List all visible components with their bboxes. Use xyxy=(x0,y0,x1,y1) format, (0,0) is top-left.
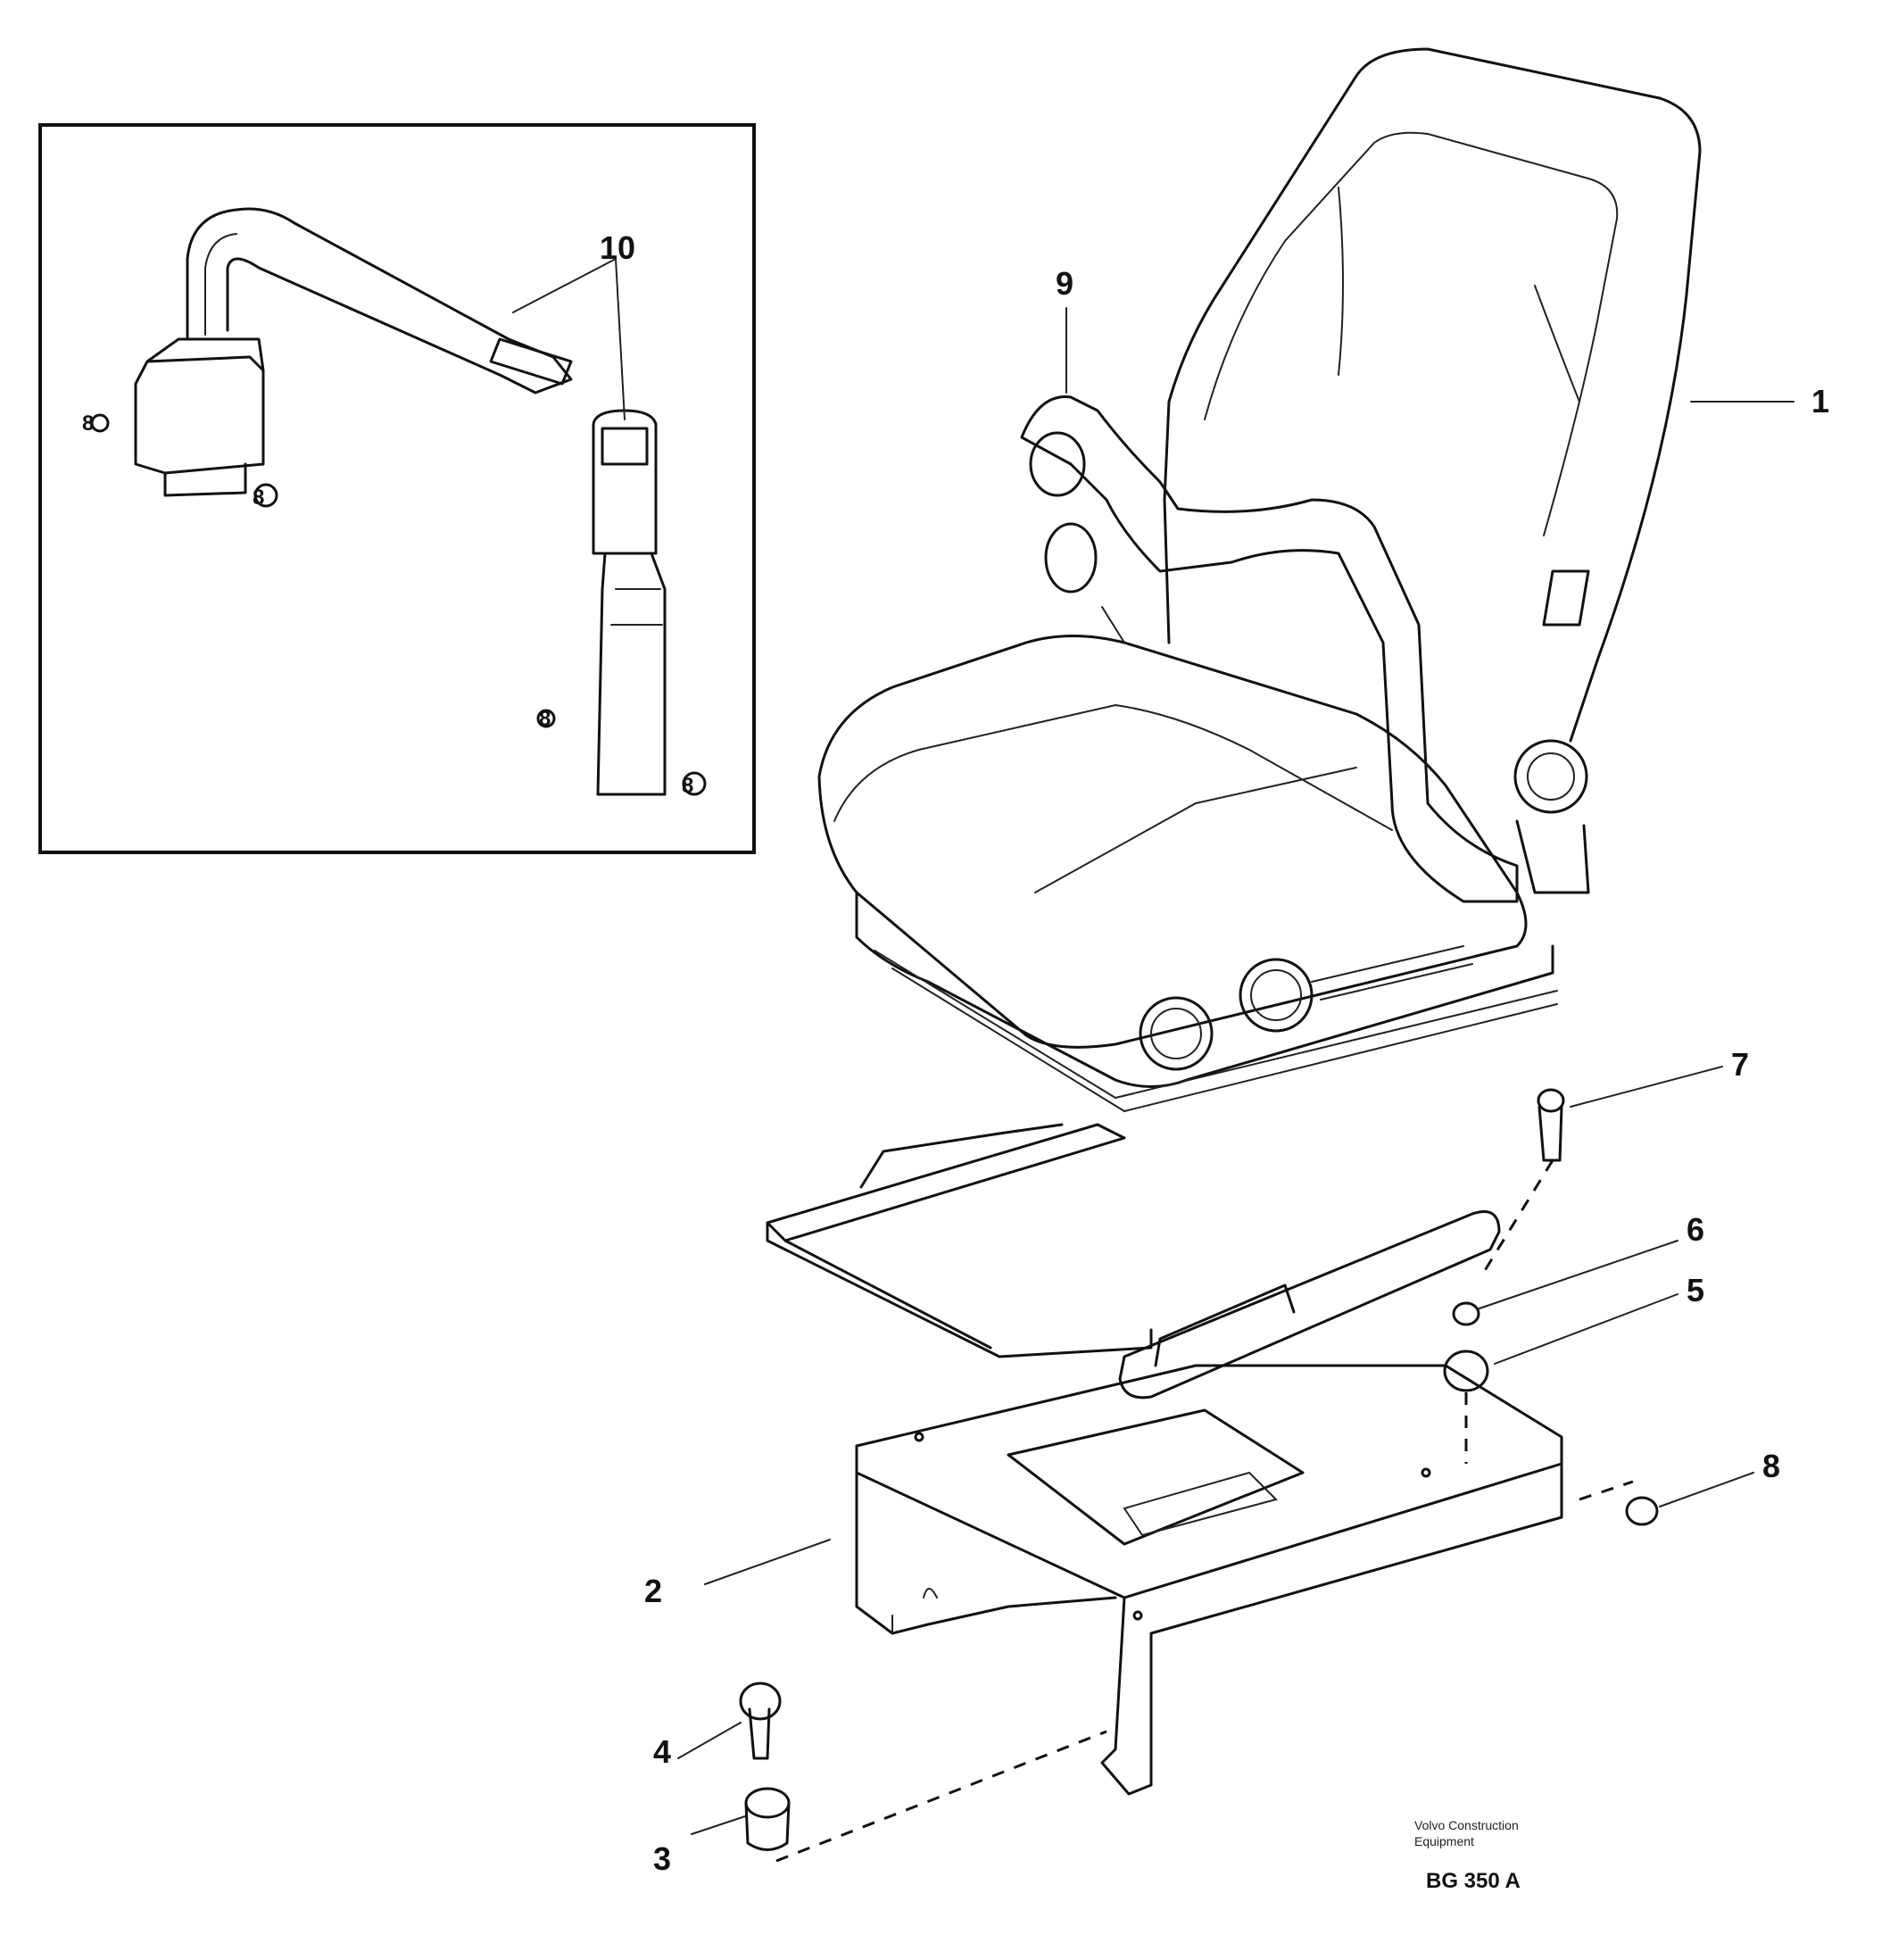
mount-hole xyxy=(914,1432,924,1442)
seat-console-base xyxy=(855,1364,1563,1796)
mount-hole xyxy=(1132,1610,1143,1621)
seat-belt-inset xyxy=(38,123,756,854)
callout-8-inset: 8 xyxy=(253,486,264,510)
assembly-line xyxy=(1579,1480,1634,1501)
seat-backrest xyxy=(1163,47,1702,743)
callout-8-inset: 8 xyxy=(82,411,94,436)
console-top xyxy=(855,1364,1563,1599)
bolt-icon xyxy=(253,483,278,508)
callout-6: 6 xyxy=(1687,1211,1704,1248)
drawing-code: BG 350 A xyxy=(1426,1869,1521,1893)
belt-strap xyxy=(186,207,573,394)
seat-cushion xyxy=(817,635,1528,1049)
callout-2: 2 xyxy=(644,1573,662,1609)
spacer-5 xyxy=(1443,1350,1489,1392)
inset-frame xyxy=(38,123,756,854)
callout-8-inset: 8 xyxy=(539,707,551,731)
seat-assembly xyxy=(817,47,1702,1113)
backrest-knob xyxy=(1513,739,1588,814)
assembly-line xyxy=(1479,1159,1554,1277)
callout-4: 4 xyxy=(653,1733,671,1770)
slide-rail-frame xyxy=(766,1123,1501,1399)
adjustment-knob xyxy=(1139,996,1214,1071)
slide-rail xyxy=(1118,1210,1501,1399)
belt-buckle xyxy=(592,409,658,555)
callout-7: 7 xyxy=(1731,1046,1749,1083)
bolt-7 xyxy=(1537,1088,1565,1162)
footer-brand-sub: Equipment xyxy=(1414,1834,1474,1848)
callout-8: 8 xyxy=(1762,1448,1780,1484)
callout-1: 1 xyxy=(1811,383,1829,419)
callout-9: 9 xyxy=(1056,265,1073,302)
belt-retractor xyxy=(134,337,265,475)
console-recess xyxy=(1007,1408,1305,1546)
spacer-3 xyxy=(744,1787,791,1851)
bolt-icon xyxy=(536,709,556,728)
adjustment-knob xyxy=(1239,958,1314,1033)
bolt-icon xyxy=(90,413,110,433)
footer-brand: Volvo Construction xyxy=(1414,1818,1519,1832)
callout-10: 10 xyxy=(600,229,635,266)
buckle-stalk xyxy=(596,552,667,796)
bolt-icon xyxy=(682,771,707,796)
mount-hole xyxy=(1421,1467,1431,1478)
nut-8 xyxy=(1625,1496,1659,1526)
washer-6 xyxy=(1452,1301,1480,1326)
assembly-line xyxy=(775,1730,1107,1863)
seat-armrest xyxy=(1020,395,1519,903)
leader-lines xyxy=(677,307,1794,1835)
callout-8-inset: 8 xyxy=(682,774,693,798)
callout-5: 5 xyxy=(1687,1272,1704,1308)
armrest-knob xyxy=(1029,431,1086,497)
callout-3: 3 xyxy=(653,1840,671,1877)
bolt-4 xyxy=(739,1682,782,1760)
